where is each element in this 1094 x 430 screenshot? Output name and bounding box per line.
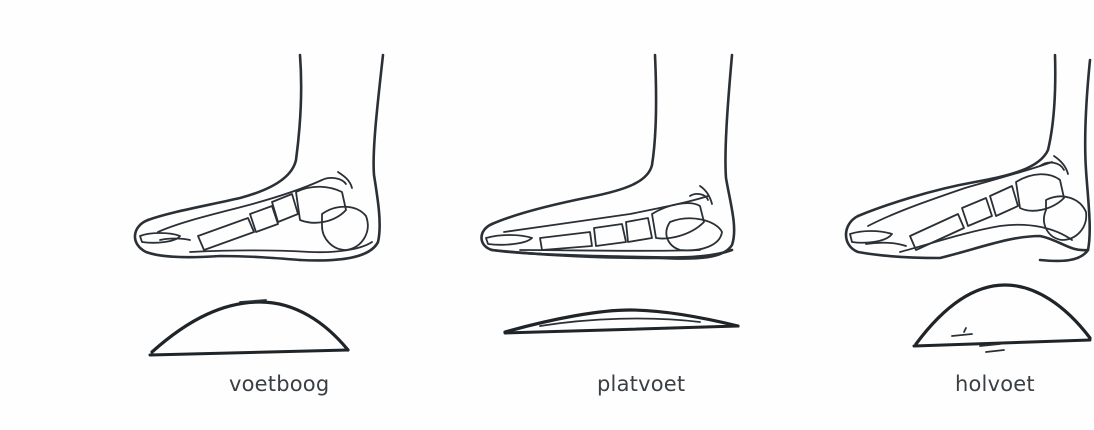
- normal-arch-curve: [152, 302, 348, 352]
- foot-flat: [482, 55, 739, 333]
- label-voetboog: voetboog: [229, 372, 329, 396]
- normal-arch-base: [150, 350, 348, 355]
- label-holvoet: holvoet: [955, 372, 1035, 396]
- high-arch-curve: [916, 285, 1090, 344]
- flat-arch-base: [505, 326, 738, 333]
- label-platvoet: platvoet: [597, 372, 685, 396]
- foot-high-arch: [846, 55, 1090, 352]
- high-arch-base: [914, 340, 1090, 346]
- foot-normal-arch: [135, 55, 383, 355]
